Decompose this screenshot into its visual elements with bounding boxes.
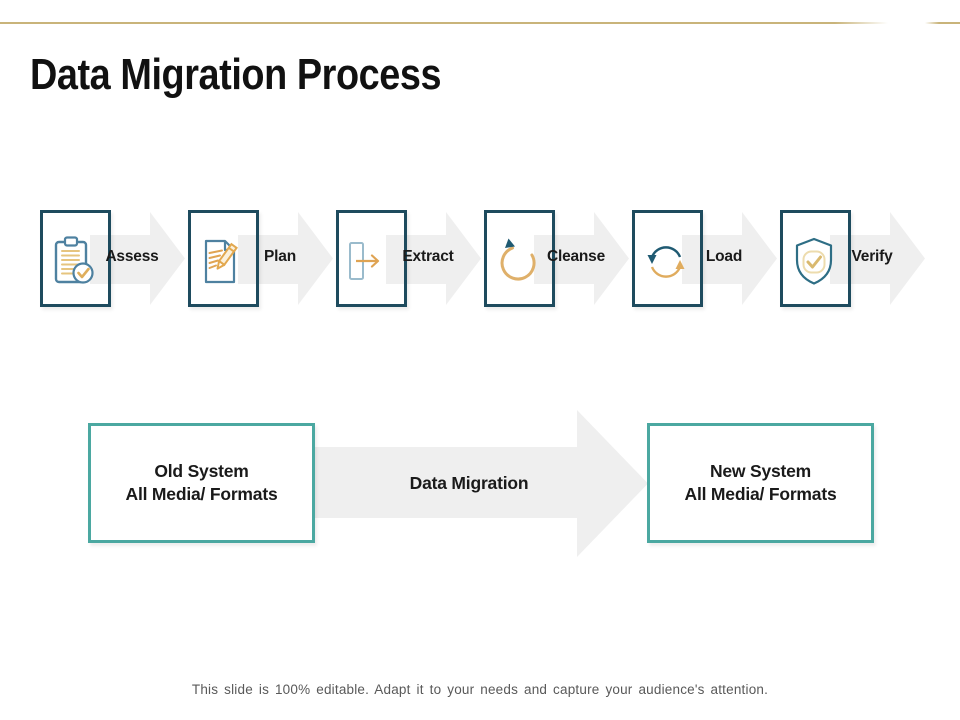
step-box [40, 210, 111, 307]
old-system-line1: Old System [154, 461, 249, 481]
step-label: Assess [105, 248, 159, 265]
step-label: Cleanse [546, 248, 606, 265]
step-label: Load [705, 248, 743, 265]
data-migration-label: Data Migration [409, 473, 529, 493]
extract-arrow-icon [344, 235, 396, 287]
footer-note: This slide is 100% editable. Adapt it to… [191, 682, 769, 697]
old-system-box: Old System All Media/ Formats [88, 423, 315, 543]
process-step-assess: Assess [40, 210, 188, 307]
step-box [188, 210, 259, 307]
step-label: Extract [402, 248, 454, 265]
step-label: Plan [264, 248, 296, 265]
step-box [484, 210, 555, 307]
old-system-line2: All Media/ Formats [125, 484, 278, 504]
step-label: Verify [851, 248, 893, 265]
sync-arrows-icon [640, 235, 692, 287]
step-box [336, 210, 407, 307]
new-system-line1: New System [709, 461, 812, 481]
process-step-verify: Verify [780, 210, 928, 307]
process-step-plan: Plan [188, 210, 336, 307]
process-step-load: Load [632, 210, 780, 307]
new-system-box: New System All Media/ Formats [647, 423, 874, 543]
circular-arrow-icon [492, 235, 544, 287]
page-title: Data Migration Process [30, 50, 442, 99]
process-step-extract: Extract [336, 210, 484, 307]
top-accent-line [0, 22, 888, 24]
document-pencil-icon [196, 235, 248, 287]
clipboard-check-icon [48, 235, 100, 287]
new-system-line2: All Media/ Formats [684, 484, 837, 504]
top-accent-line-right [925, 22, 960, 24]
step-box [780, 210, 851, 307]
process-step-cleanse: Cleanse [484, 210, 632, 307]
step-box [632, 210, 703, 307]
shield-check-icon [788, 235, 840, 287]
data-migration-arrow: Data Migration [310, 410, 648, 557]
